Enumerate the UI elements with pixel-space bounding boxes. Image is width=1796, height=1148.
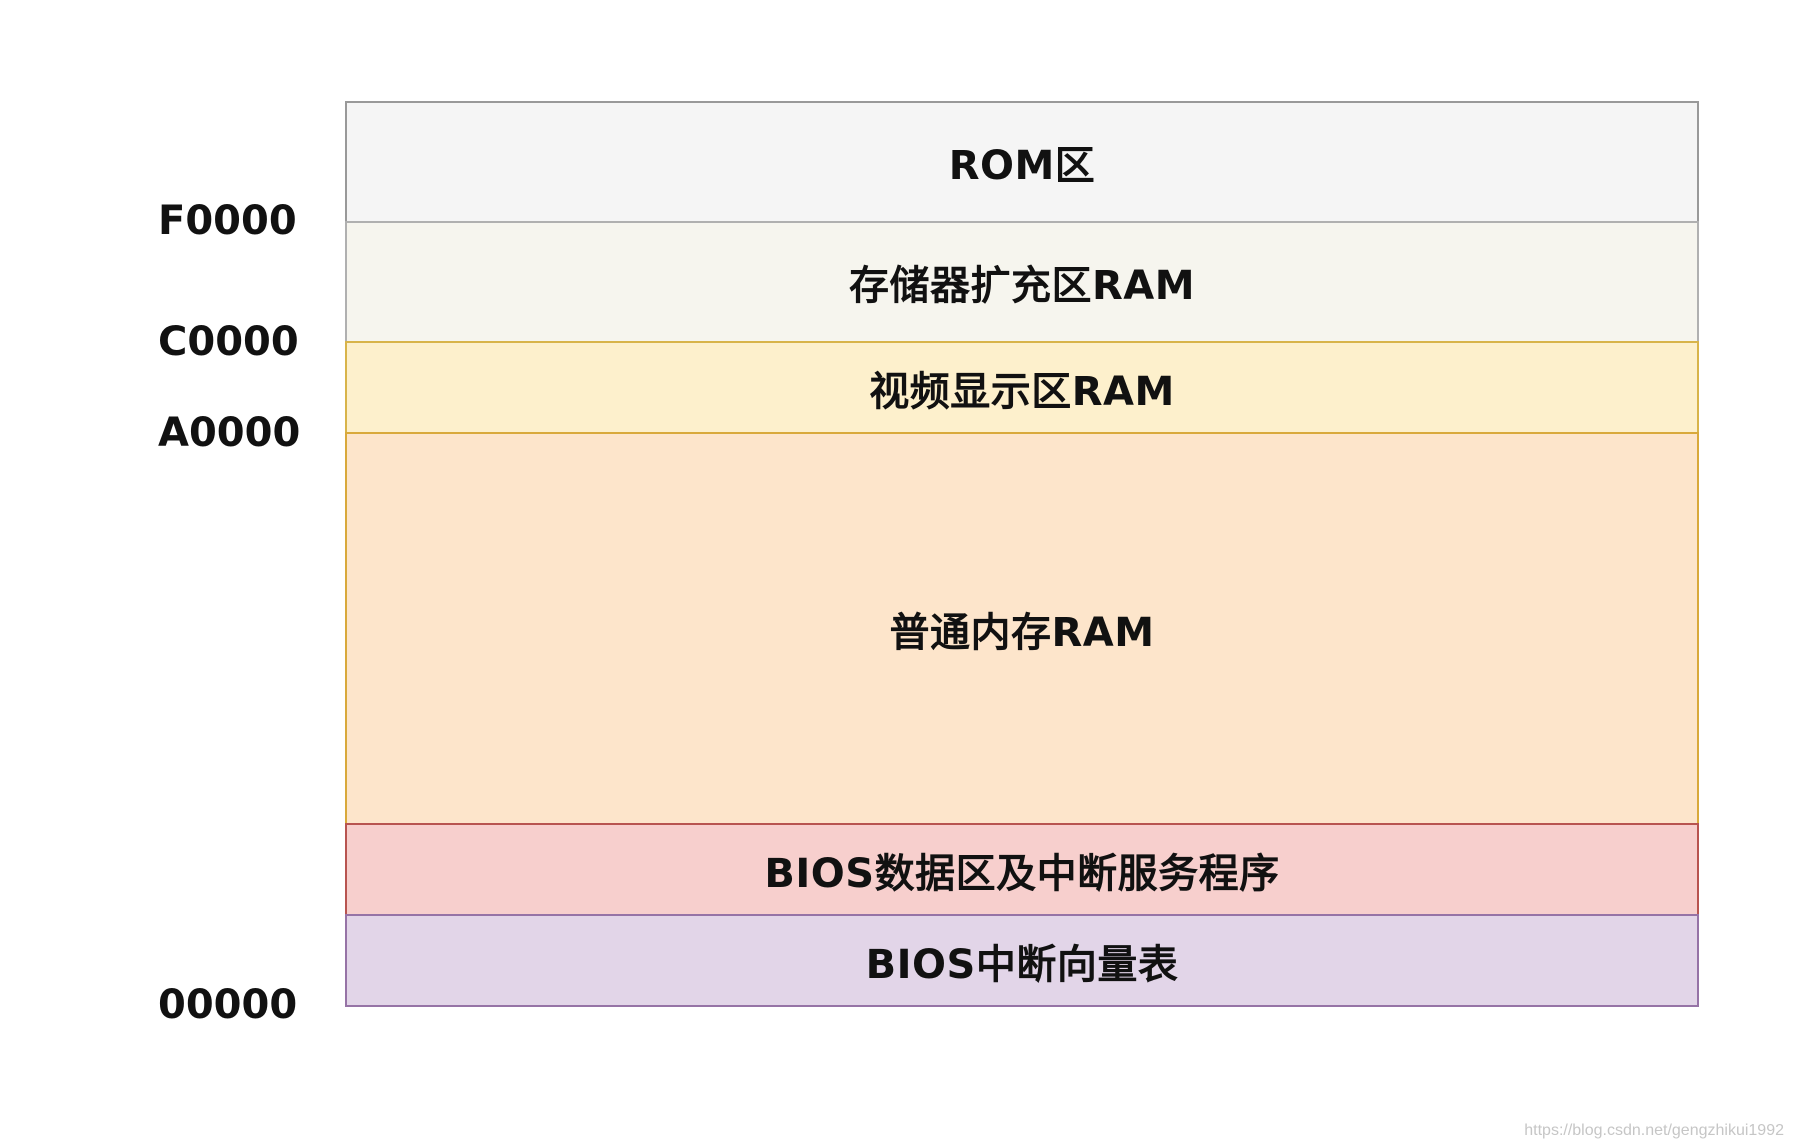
- address-label-00000: 00000: [158, 982, 298, 1028]
- bios-data-block: BIOS数据区及中断服务程序: [345, 823, 1699, 916]
- address-label-a0000: A0000: [158, 410, 301, 456]
- address-label-c0000: C0000: [158, 319, 299, 365]
- rom-block-label: ROM区: [948, 143, 1096, 189]
- video-ram-block: 视频显示区RAM: [345, 341, 1699, 434]
- interrupt-vector-label: BIOS中断向量表: [865, 941, 1179, 988]
- watermark-url: https://blog.csdn.net/gengzhikui1992: [1524, 1122, 1784, 1139]
- conventional-ram-block: 普通内存RAM: [345, 432, 1699, 825]
- bios-data-label: BIOS数据区及中断服务程序: [764, 850, 1280, 897]
- address-label-f0000: F0000: [158, 198, 297, 244]
- expansion-ram-label: 存储器扩充区RAM: [848, 263, 1196, 309]
- conventional-ram-label: 普通内存RAM: [889, 609, 1155, 656]
- expansion-ram-block: 存储器扩充区RAM: [345, 221, 1699, 343]
- rom-block: ROM区: [345, 101, 1699, 223]
- video-ram-label: 视频显示区RAM: [869, 368, 1175, 415]
- interrupt-vector-block: BIOS中断向量表: [345, 914, 1699, 1007]
